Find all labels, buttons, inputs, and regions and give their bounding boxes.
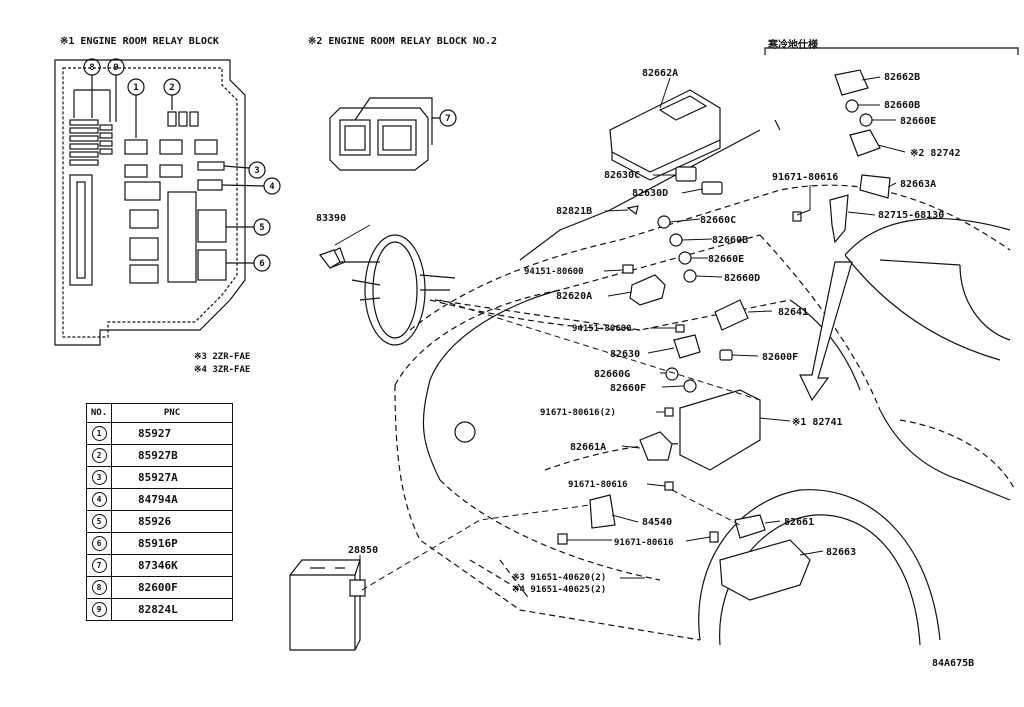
part-82620A: 82620A [556,291,592,302]
part-82662B: 82662B [884,72,920,83]
row-pnc: 85926 [111,510,233,533]
part-82660C: 82660C [700,215,736,226]
part-82741: ※1 82741 [792,417,843,428]
row-pnc: 84794A [111,488,233,511]
part-labels: 82662A 82662B 82660B 82660E ※2 82742 916… [316,68,974,669]
arrow-indicator [799,261,853,402]
part-82600F: 82600F [762,352,798,363]
callout-3: 3 [254,166,259,176]
part-82641: 82641 [778,307,808,318]
relay-block-1-outline [54,59,246,346]
part-82821B: 82821B [556,206,592,217]
part-94151-a: 94151-80600 [524,267,584,277]
row-pnc: 85927 [111,422,233,445]
row-number: 8 [91,580,107,595]
brake-booster [324,234,456,346]
part-91651-3: ※3 91651-40620(2) [512,573,606,583]
part-82663: 82663 [826,547,856,558]
part-82630: 82630 [610,349,640,360]
table-row: 1 85927 [86,422,233,445]
header-cold-spec: 寒冷地仕様 [768,40,818,51]
callout-1: 1 [133,83,138,93]
part-82630C: 82630C [604,170,640,181]
row-pnc: 87346K [111,554,233,577]
part-91651-4: ※4 91651-40625(2) [512,585,606,595]
part-82661A: 82661A [570,442,606,453]
engine-note-3: ※3 2ZR-FAE [194,352,251,362]
leader-lines [334,76,906,591]
part-94151-b: 94151-80600 [572,324,632,334]
part-82660E: 82660E [708,254,744,265]
part-91671-2: 91671-80616(2) [540,408,616,418]
table-row: 8 82600F [86,576,233,599]
pnc-table-header: NO. PNC [86,403,233,423]
part-82661: 82661 [784,517,814,528]
callout-9: 9 [113,63,118,73]
part-84540: 84540 [642,517,672,528]
row-pnc: 85916P [111,532,233,555]
callout-2: 2 [169,83,174,93]
table-row: 9 82824L [86,598,233,621]
row-pnc: 85927B [111,444,233,467]
part-82715: 82715-68130 [878,210,944,221]
row-number: 1 [91,426,107,441]
small-parts [319,69,891,601]
part-82742: ※2 82742 [910,148,961,159]
table-row: 5 85926 [86,510,233,533]
table-row: 7 87346K [86,554,233,577]
row-pnc: 82824L [111,598,233,621]
part-91671-c: 91671-80616 [614,538,674,548]
callout-4: 4 [269,182,275,192]
callout-8: 8 [89,63,94,73]
row-pnc: 82600F [111,576,233,599]
row-number: 6 [91,536,107,551]
part-83390: 83390 [316,213,346,224]
part-82660D: 82660D [724,273,760,284]
relay-block-main [679,389,761,471]
row-number: 3 [91,470,107,485]
relay-block-1-callout-labels: 8 9 1 2 3 4 5 6 7 [89,63,450,269]
table-row: 3 85927A [86,466,233,489]
part-82663A: 82663A [900,179,936,190]
part-82662A: 82662A [642,68,678,79]
col-pnc: PNC [111,403,233,423]
bracket-82663 [719,539,811,601]
row-number: 2 [91,448,107,463]
callout-7: 7 [445,114,450,124]
part-82660B: 82660B [712,235,748,246]
row-number: 4 [91,492,107,507]
part-82660G: 82660G [594,369,630,380]
row-pnc: 85927A [111,466,233,489]
part-91671-b: 91671-80616 [568,480,628,490]
relay-block-1-fuses [69,111,227,284]
row-number: 7 [91,558,107,573]
col-no: NO. [86,403,112,423]
part-82660E-top: 82660E [900,116,936,127]
table-row: 2 85927B [86,444,233,467]
engine-note-4: ※4 3ZR-FAE [194,365,251,375]
relay-block-2 [329,97,457,171]
header-relay-block-1: ※1 ENGINE ROOM RELAY BLOCK [60,36,219,47]
pnc-table: NO. PNC 1 85927 2 85927B 3 85927A 4 84794A 5… [86,403,233,621]
callout-6: 6 [259,259,264,269]
part-28850: 28850 [348,545,378,556]
diagram-code: 84A675B [932,658,974,669]
part-82630D: 82630D [632,188,668,199]
table-row: 4 84794A [86,488,233,511]
car-body [394,184,1016,641]
callout-5: 5 [259,223,264,233]
car-body-solid [289,119,1011,651]
table-row: 6 85916P [86,532,233,555]
part-91671-a: 91671-80616 [772,172,838,183]
row-number: 5 [91,514,107,529]
row-number: 9 [91,602,107,617]
part-82660B-top: 82660B [884,100,920,111]
header-relay-block-2: ※2 ENGINE ROOM RELAY BLOCK NO.2 [308,36,497,47]
part-82660F: 82660F [610,383,646,394]
